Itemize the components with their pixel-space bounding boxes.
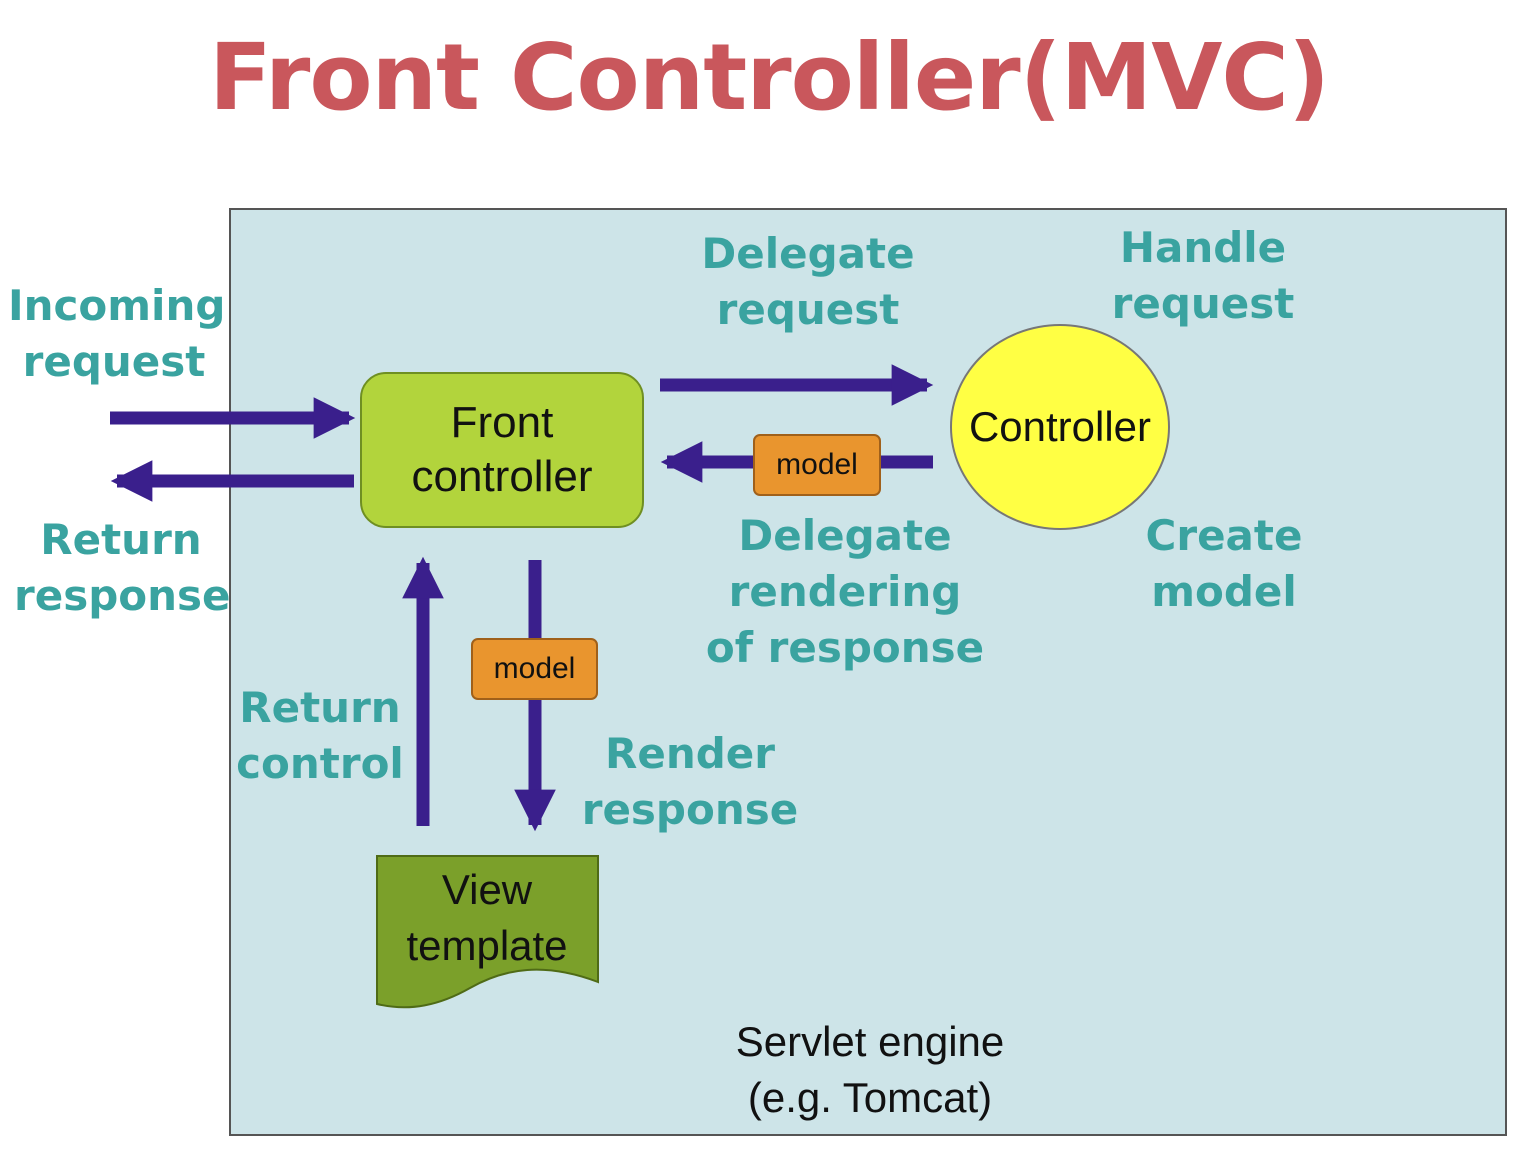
delegate-rendering-label: Delegate rendering of response [705,511,985,672]
create-model-label: Create model [1145,511,1303,616]
render-response-label: Render response [581,729,799,834]
view-template-shape [376,855,599,1009]
handle-request-label: Handle request [1111,223,1295,328]
return-response-label: Return response [14,515,231,620]
controller-node: Controller [950,324,1170,530]
view-template-label: View template [406,866,568,969]
page-title: Front Controller(MVC) [208,24,1330,131]
incoming-request-label: Incoming request [8,281,226,386]
delegate-request-label: Delegate request [701,229,915,334]
front-controller-node: Front controller [360,372,644,528]
servlet-engine-label: Servlet engine (e.g. Tomcat) [735,1018,1005,1121]
model-tag-top: model [753,434,881,496]
return-control-label: Return control [236,683,404,788]
model-tag-bottom: model [471,638,598,700]
